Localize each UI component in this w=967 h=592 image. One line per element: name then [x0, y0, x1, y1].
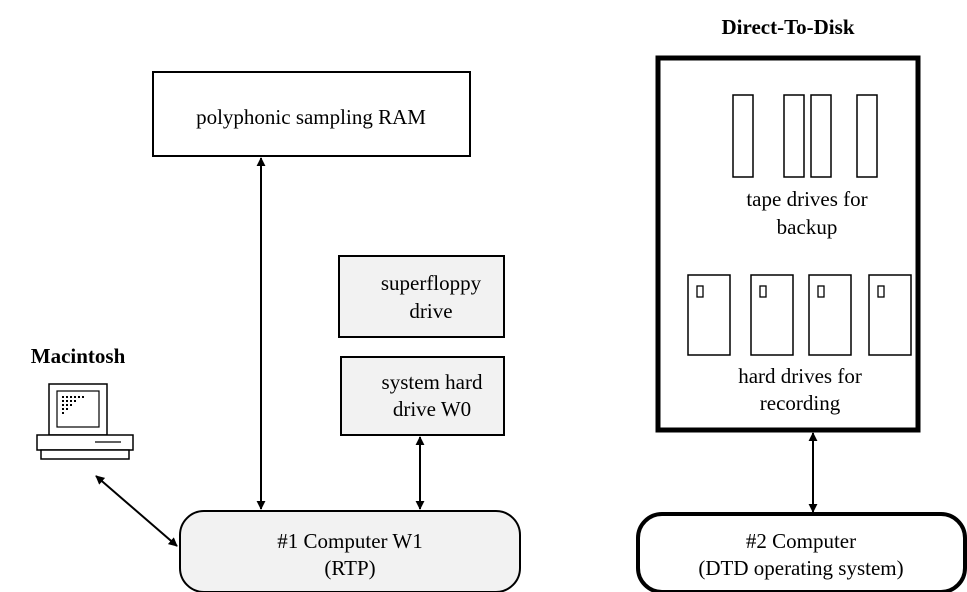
sampling-ram-box: polyphonic sampling RAM — [152, 71, 471, 157]
macintosh-computer-icon — [36, 383, 134, 460]
tape-drive-icon — [783, 94, 805, 178]
computer1-label-line2: (RTP) — [324, 556, 375, 580]
tape-drives-label-line2: backup — [777, 215, 838, 239]
superfloppy-label-line2: drive — [409, 299, 452, 323]
hard-drives-label-line1: hard drives for — [738, 364, 862, 388]
tape-drives-label-line1: tape drives for — [746, 187, 867, 211]
computer1-label-line1: #1 Computer W1 — [277, 529, 422, 553]
system-hard-drive-box: system hard drive W0 — [340, 356, 505, 436]
system-hard-drive-label-line1: system hard — [382, 370, 483, 394]
hard-drive-icon — [808, 274, 852, 356]
computer2-box: #2 Computer (DTD operating system) — [636, 512, 967, 592]
hard-drive-icon — [868, 274, 912, 356]
superfloppy-drive-box: superfloppy drive — [338, 255, 505, 338]
sampling-ram-label: polyphonic sampling RAM — [196, 105, 426, 129]
superfloppy-label-line1: superfloppy — [381, 271, 482, 295]
hard-drives-label-line2: recording — [760, 391, 841, 415]
computer2-label-line2: (DTD operating system) — [698, 556, 903, 580]
tape-drive-icon — [810, 94, 832, 178]
computer1-box: #1 Computer W1 (RTP) — [179, 510, 521, 592]
tape-drive-icons — [732, 94, 878, 178]
direct-to-disk-heading: Direct-To-Disk — [722, 15, 855, 39]
hard-drive-icon — [687, 274, 731, 356]
hard-drive-icon — [750, 274, 794, 356]
macintosh-computer1-connector — [95, 475, 178, 547]
tape-drive-icon — [732, 94, 754, 178]
tape-drive-icon — [856, 94, 878, 178]
system-hard-drive-label-line2: drive W0 — [393, 397, 471, 421]
computer2-label-line1: #2 Computer — [746, 529, 856, 553]
macintosh-heading: Macintosh — [31, 344, 126, 368]
hard-drive-icons — [687, 274, 912, 356]
